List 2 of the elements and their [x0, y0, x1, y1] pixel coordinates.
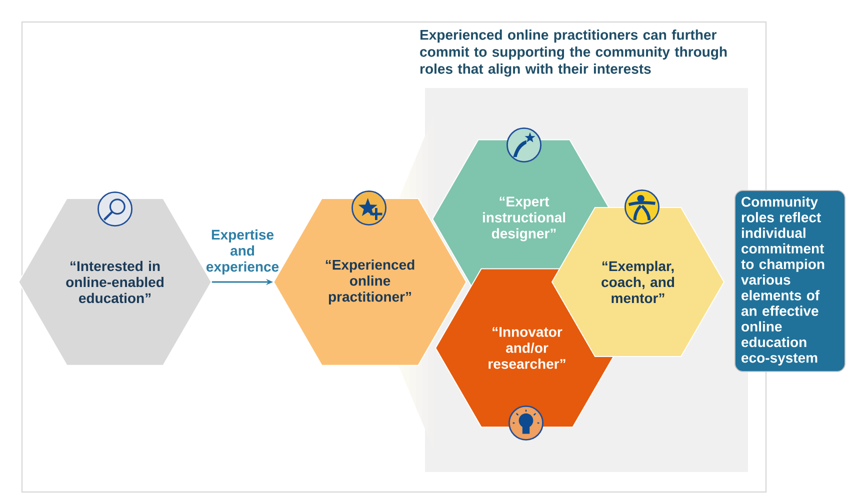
heading: Experienced online practitioners can further commit to supporting the community through roles that align with their interests	[420, 30, 727, 77]
note-box: Community roles reflect individual commitment to champion various elements of an effective online education eco-system	[734, 190, 846, 372]
